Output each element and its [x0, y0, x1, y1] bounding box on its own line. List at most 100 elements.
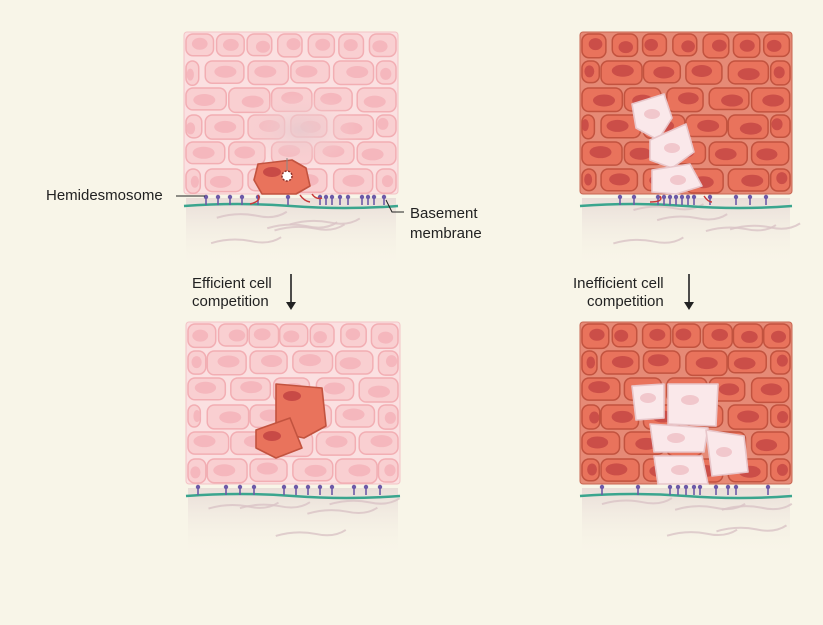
nucleus	[381, 175, 394, 188]
nucleus	[671, 465, 689, 475]
nucleus	[193, 94, 216, 107]
nucleus	[385, 355, 398, 368]
extrusion-haze	[240, 92, 360, 168]
nucleus	[605, 463, 628, 476]
hemidesmosome	[365, 194, 371, 200]
nucleus	[776, 354, 788, 367]
hemidesmosome	[733, 194, 739, 200]
nucleus	[283, 330, 300, 343]
efficient-label-line1: Efficient cell	[192, 275, 272, 292]
nucleus	[762, 94, 785, 107]
nucleus	[286, 38, 301, 51]
nucleus	[695, 357, 718, 370]
hemidesmosome	[707, 194, 713, 200]
nucleus	[773, 66, 785, 79]
hemidesmosome	[691, 194, 697, 200]
hemidesmosome	[363, 484, 369, 490]
stroma-fiber	[716, 524, 788, 533]
nucleus	[586, 356, 596, 369]
nucleus	[777, 411, 789, 424]
hemidesmosome	[675, 484, 681, 490]
basement-membrane	[183, 202, 399, 210]
nucleus	[342, 174, 365, 187]
nucleus	[681, 395, 699, 405]
nucleus	[190, 466, 201, 479]
nucleus	[255, 40, 271, 53]
hemidesmosome	[195, 484, 201, 490]
stroma-fiber	[329, 497, 401, 506]
nucleus	[611, 355, 634, 368]
hemidesmosome	[763, 194, 769, 200]
nucleus	[756, 148, 778, 161]
displacement-arrow	[299, 194, 311, 203]
stroma-fiber	[721, 502, 793, 511]
nucleus	[228, 329, 246, 342]
hemidesmosome	[667, 194, 673, 200]
nucleus	[629, 147, 652, 160]
nucleus	[716, 447, 732, 457]
nucleus	[589, 328, 605, 341]
nucleus	[343, 39, 358, 52]
hemidesmosome	[765, 484, 771, 490]
stroma-fiber	[266, 221, 338, 230]
stroma	[186, 198, 396, 268]
nucleus	[618, 41, 633, 54]
hemidesmosome	[329, 194, 335, 200]
stroma	[582, 488, 790, 558]
nucleus	[339, 357, 361, 370]
hemidesmosome	[381, 194, 387, 200]
nucleus	[384, 411, 396, 424]
nucleus	[193, 435, 216, 448]
nucleus	[384, 464, 396, 477]
nucleus	[370, 435, 393, 448]
displacement-arrow	[311, 193, 323, 200]
nucleus	[771, 330, 787, 343]
hemidesmosome	[683, 484, 689, 490]
nucleus	[315, 38, 331, 51]
nucleus	[323, 382, 346, 395]
basement-membrane	[579, 202, 793, 210]
nucleus	[670, 175, 686, 185]
displacement-arrow	[703, 195, 713, 203]
nucleus	[609, 173, 630, 186]
nucleus	[712, 39, 727, 52]
stroma-fiber	[210, 236, 282, 245]
panel-top-right	[579, 31, 801, 268]
hemidesmosome	[673, 194, 679, 200]
hemidesmosome	[667, 484, 673, 490]
nucleus	[298, 354, 321, 367]
hemidesmosome	[317, 484, 323, 490]
nucleus	[283, 391, 301, 401]
hemidesmosome	[697, 484, 703, 490]
nucleus	[649, 328, 666, 341]
nucleus	[711, 328, 729, 341]
nucleus	[346, 66, 369, 79]
basement-membrane	[579, 492, 793, 500]
hemidesmosome	[305, 484, 311, 490]
nucleus	[263, 167, 281, 177]
nucleus	[593, 94, 616, 107]
stroma-fiber	[239, 501, 311, 510]
stroma-fiber	[275, 529, 347, 537]
basement-membrane-leader	[385, 199, 404, 213]
inefficient-label-line1: Inefficient cell	[573, 275, 664, 292]
hemidesmosome	[377, 484, 383, 490]
stroma-fiber	[656, 213, 728, 222]
nucleus	[667, 433, 685, 443]
hemidesmosome	[223, 484, 229, 490]
nucleus	[739, 122, 762, 135]
nucleus	[209, 175, 232, 188]
stroma-fiber	[705, 224, 777, 233]
stroma	[188, 488, 398, 558]
hemidesmosome	[329, 484, 335, 490]
hemidesmosome	[359, 194, 365, 200]
nucleus	[217, 355, 240, 368]
nucleus	[372, 40, 388, 53]
nucleus	[222, 38, 239, 51]
nucleus	[191, 37, 208, 50]
nucleus	[611, 410, 633, 423]
hemidesmosome	[227, 194, 233, 200]
nucleus	[588, 38, 603, 51]
nucleus	[587, 463, 597, 476]
